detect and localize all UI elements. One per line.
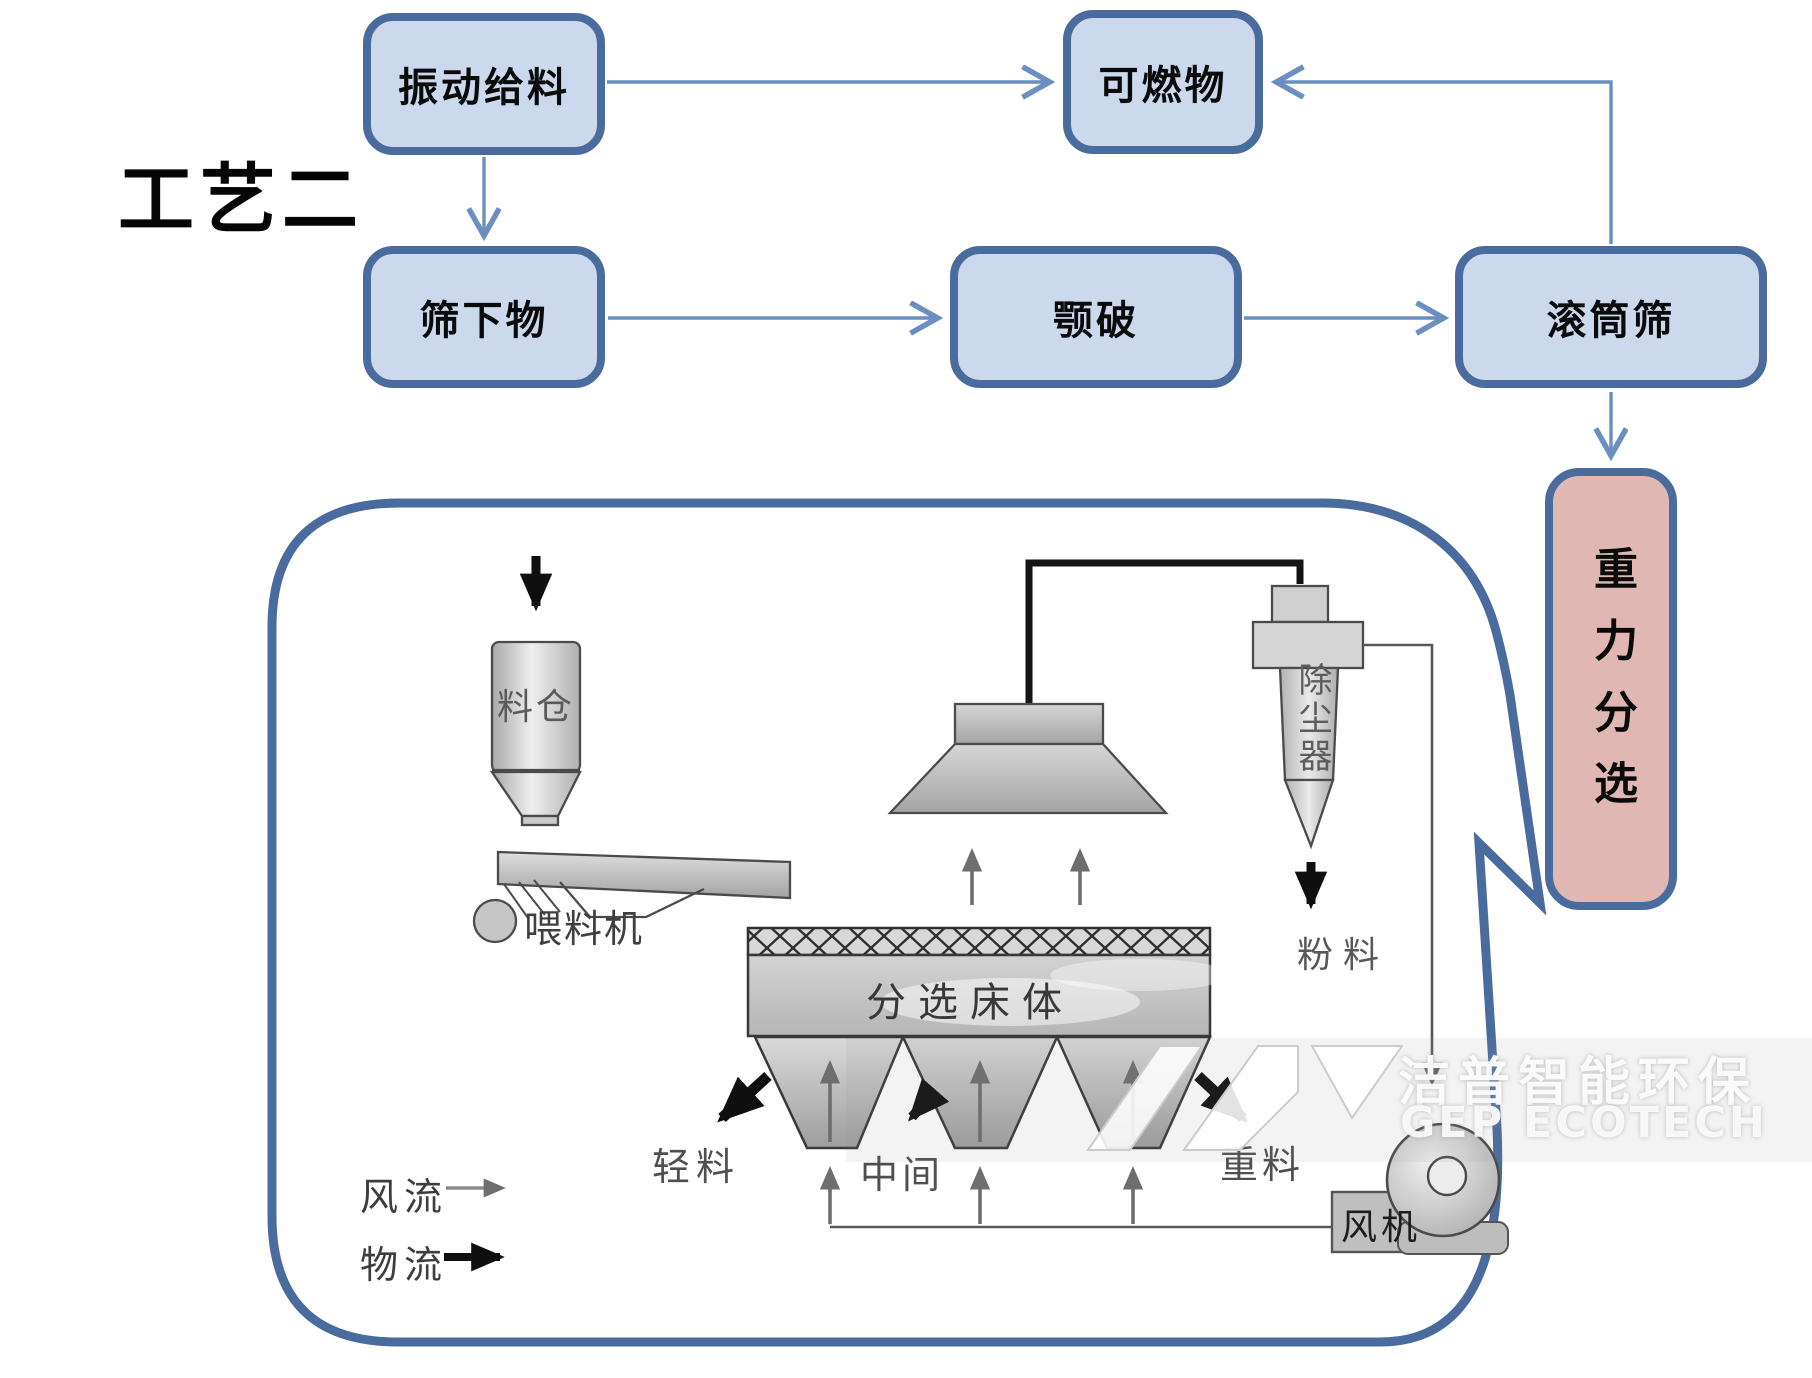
air-duct-cyclone-to-fan xyxy=(1363,643,1443,1086)
suction-pipe xyxy=(1025,559,1304,708)
feeder-label: 喂料机 xyxy=(524,907,645,951)
flow-box-vibrating-feeder-label: 振动给料 xyxy=(398,64,570,111)
sorting-bed-label: 分选床体 xyxy=(866,980,1074,1026)
cyclone-inlet xyxy=(1270,584,1330,624)
bed-screen-mesh xyxy=(746,926,1212,957)
fan-label: 风机 xyxy=(1340,1207,1421,1248)
middle-material-arrow-icon xyxy=(908,1078,950,1122)
flow-box-trommel-screen: 滚筒筛 xyxy=(1455,246,1767,388)
silo-label: 料仓 xyxy=(496,687,575,728)
bed-highlight xyxy=(880,978,1140,1026)
flow-box-gravity-separation-label: 重力分选 xyxy=(1586,546,1637,832)
flow-box-jaw-crusher: 颚破 xyxy=(950,246,1242,388)
feeder-wheel xyxy=(472,898,518,944)
middle-material-label: 中间 xyxy=(860,1153,945,1197)
bed-highlight2 xyxy=(1050,959,1230,991)
silo-outlet xyxy=(520,814,560,827)
watermark-logo-icon xyxy=(1086,1045,1404,1151)
watermark-cn-text: 洁普智能环保 xyxy=(1398,1053,1759,1113)
dust-collector-label: 除尘器 xyxy=(1292,662,1332,777)
flow-box-screen-underflow: 筛下物 xyxy=(363,246,605,388)
page-title: 工艺二 xyxy=(118,155,364,244)
flow-box-screen-underflow-label: 筛下物 xyxy=(419,297,549,344)
flow-box-gravity-separation: 重力分选 xyxy=(1545,468,1677,910)
flow-box-combustibles-label: 可燃物 xyxy=(1098,62,1228,109)
flow-box-vibrating-feeder: 振动给料 xyxy=(363,13,605,155)
feeder-belt xyxy=(496,850,792,900)
feeder-struts xyxy=(503,879,561,919)
flow-box-combustibles: 可燃物 xyxy=(1063,10,1263,154)
feeder-chute xyxy=(559,881,705,919)
hood-top xyxy=(953,702,1105,746)
watermark-en-text: GEP ECOTECH xyxy=(1400,1098,1768,1148)
powder-label: 粉料 xyxy=(1297,935,1390,976)
fan-hub xyxy=(1426,1155,1468,1197)
hood-body xyxy=(887,742,1169,815)
light-material-arrow-icon xyxy=(717,1071,772,1123)
legend-materialflow-label: 物流 xyxy=(360,1243,449,1287)
arrow-gravity-to-combustibles xyxy=(1278,82,1613,244)
flow-box-jaw-crusher-label: 颚破 xyxy=(1053,297,1139,344)
light-material-label: 轻料 xyxy=(652,1145,741,1189)
flow-box-trommel-screen-label: 滚筒筛 xyxy=(1546,297,1676,344)
cyclone-cone xyxy=(1283,778,1335,850)
legend-airflow-label: 风流 xyxy=(360,1175,449,1219)
